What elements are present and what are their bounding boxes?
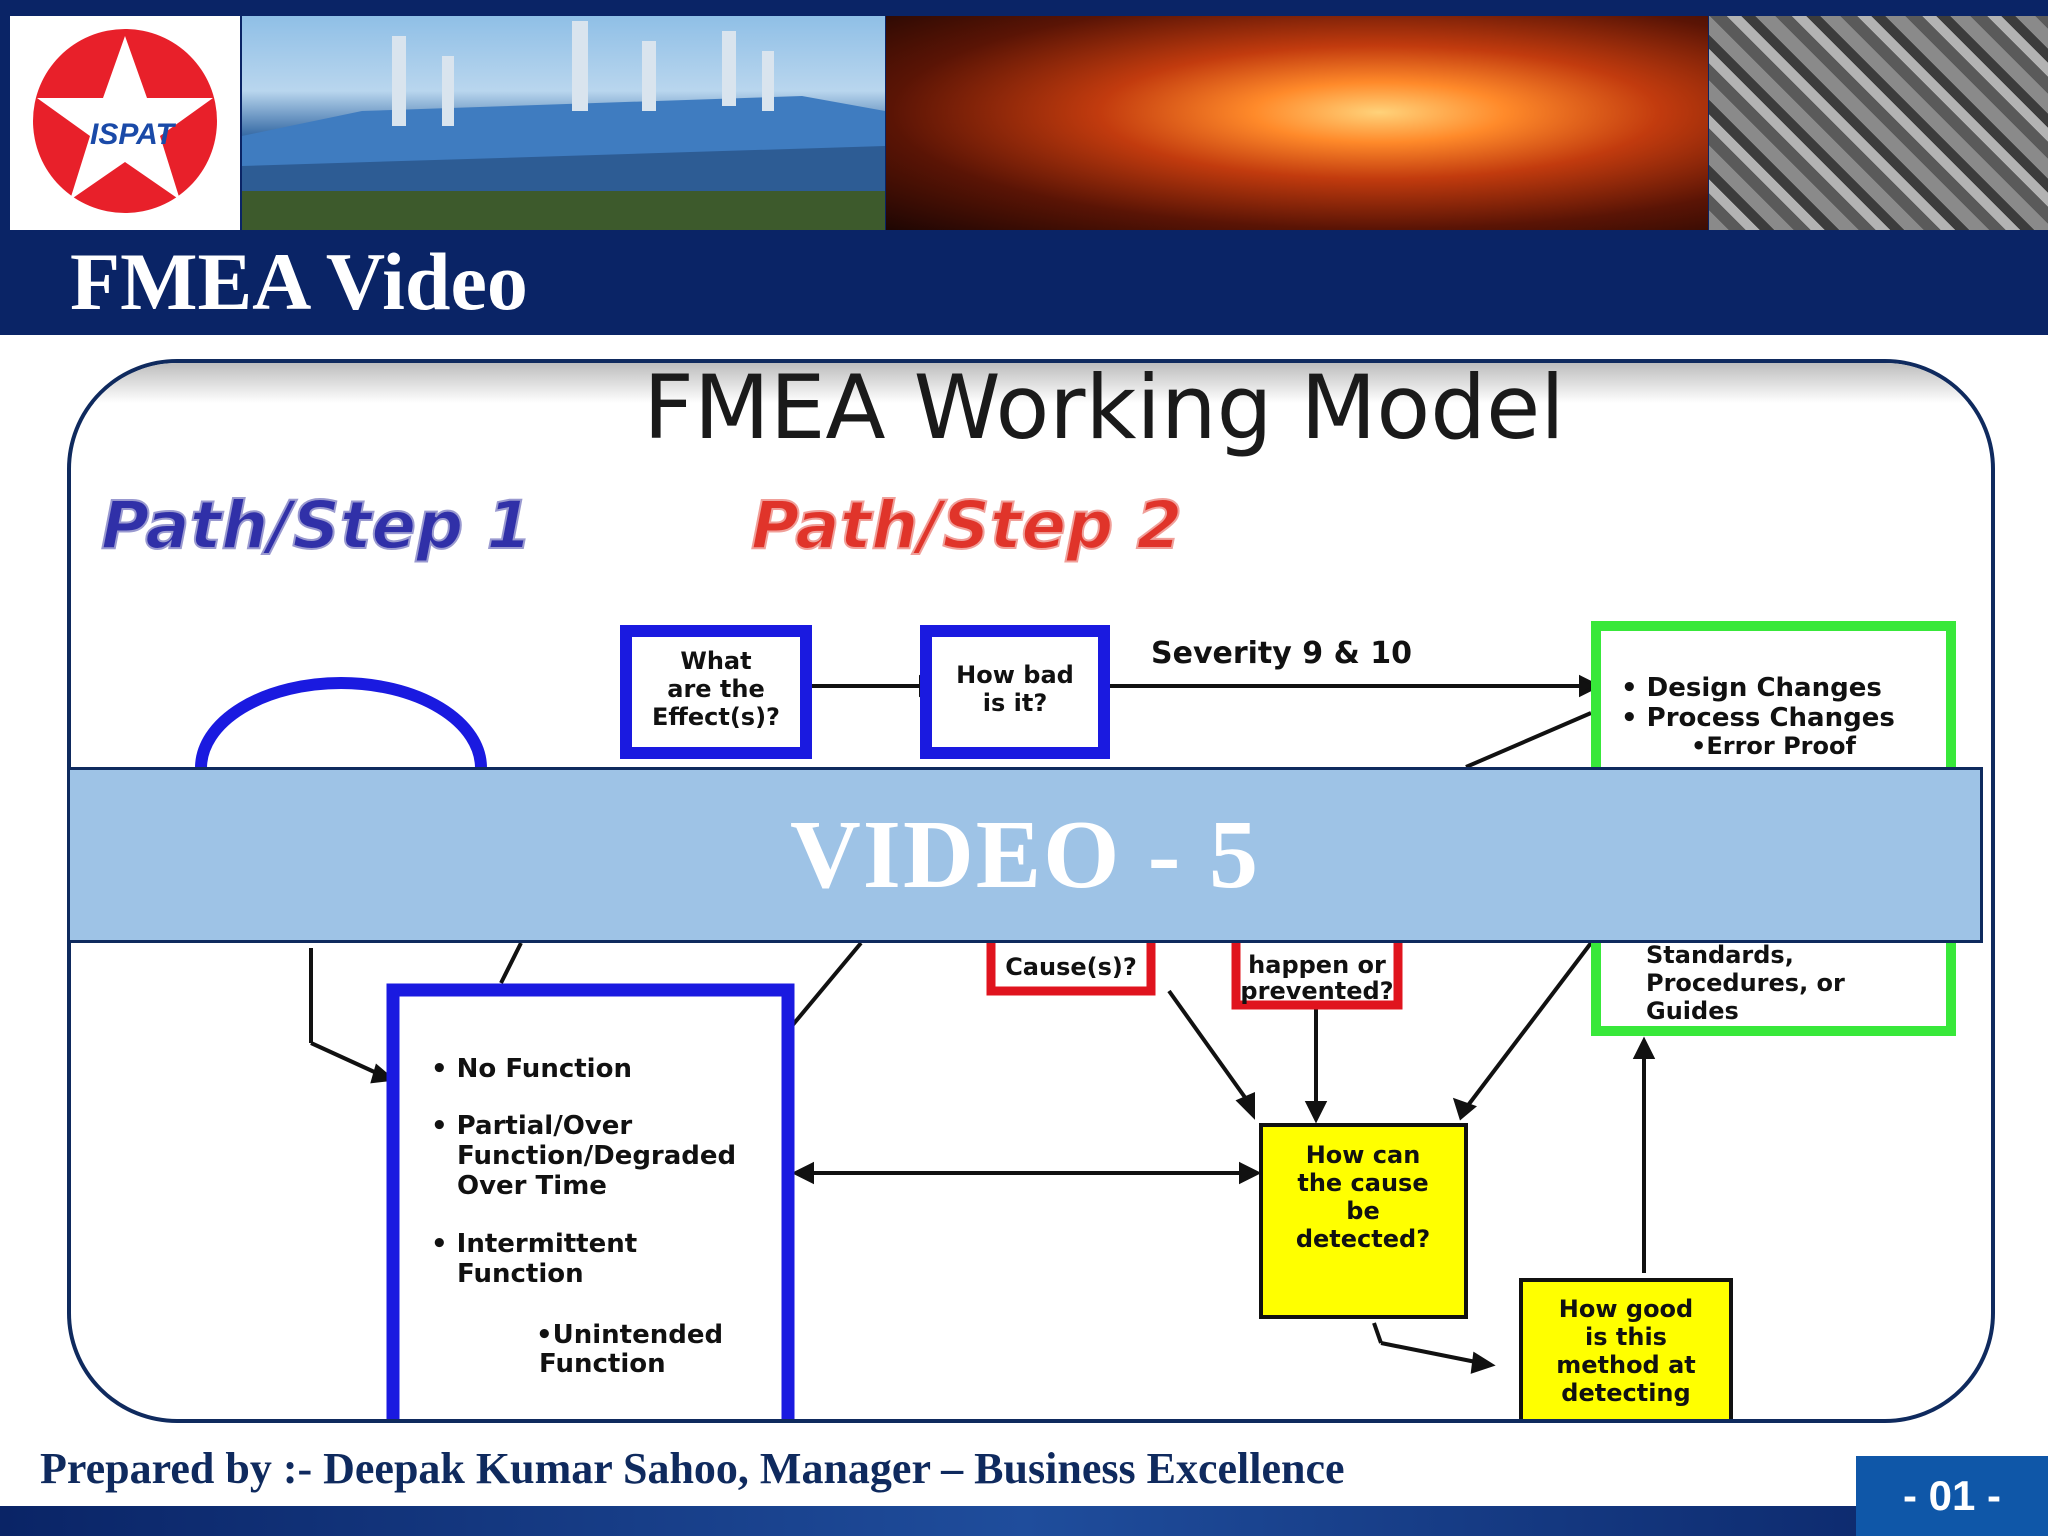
video-title-band[interactable]: VIDEO - 5 [67,767,1983,943]
effects-box [620,625,812,759]
cause-text: Cause(s)? [1005,953,1137,981]
path-step-2: Path/Step 2 [751,487,1182,564]
logo-text: ISPAT [90,118,177,151]
bottom-stripe [0,1506,2048,1536]
how-bad-line-1: How bad [956,661,1074,689]
standards-line-3: Guides [1646,997,1739,1025]
page-number: - 01 - [1902,1472,2002,1519]
plant-photo [242,16,885,230]
detect-line-2: the cause [1297,1169,1428,1197]
how-bad-box [920,625,1110,759]
prevent-line-1: happen or [1248,951,1386,979]
path-step-1: Path/Step 1 [101,487,532,564]
severity-label: Severity 9 & 10 [1151,636,1412,671]
how-good-box [1519,1278,1733,1419]
how-good-line-1: How good [1559,1295,1693,1323]
how-good-line-3: method at [1556,1351,1696,1379]
title-bar [0,231,2048,335]
page-title: FMEA Video [70,236,528,327]
prevent-line-2: prevented? [1240,977,1393,1005]
detect-line-3: be [1346,1197,1379,1225]
effects-line-2: are the [667,675,765,703]
how-good-line-2: is this [1585,1323,1667,1351]
company-logo: ISPAT [10,16,240,230]
prevent-box [1231,928,1403,1010]
failure-line-3: Function/Degraded [457,1141,736,1171]
effects-line-1: What [680,647,751,675]
detect-line-4: detected? [1296,1225,1430,1253]
top-stripe [0,0,2048,13]
detect-line-1: How can [1306,1141,1421,1169]
failure-modes-box [386,983,795,1419]
failure-line-6: Function [457,1259,584,1289]
actions-line-1: • Design Changes [1621,673,1882,703]
detect-box [1259,1123,1468,1319]
how-bad-line-2: is it? [983,689,1048,717]
failure-line-1: • No Function [431,1054,632,1084]
actions-line-2: • Process Changes [1621,703,1895,733]
how-good-line-4: detecting [1561,1379,1690,1407]
molten-metal-photo [886,16,1708,230]
slide-heading: FMEA Working Model [643,363,1564,459]
failure-line-4: Over Time [457,1171,607,1201]
failure-line-5: • Intermittent [431,1229,637,1259]
standards-line-2: Procedures, or [1646,969,1845,997]
page-number-badge: - 01 - [1856,1456,2048,1536]
standards-line-1: Standards, [1646,941,1794,969]
failure-line-8: Function [539,1349,666,1379]
ore-photo [1709,16,2048,230]
failure-line-7: •Unintended [536,1320,723,1350]
video-label: VIDEO - 5 [790,801,1260,909]
effects-line-3: Effect(s)? [652,703,780,731]
actions-line-3: •Error Proof [1691,732,1856,760]
failure-line-2: • Partial/Over [431,1111,632,1141]
prepared-by-text: Prepared by :- Deepak Kumar Sahoo, Manag… [40,1444,1345,1493]
